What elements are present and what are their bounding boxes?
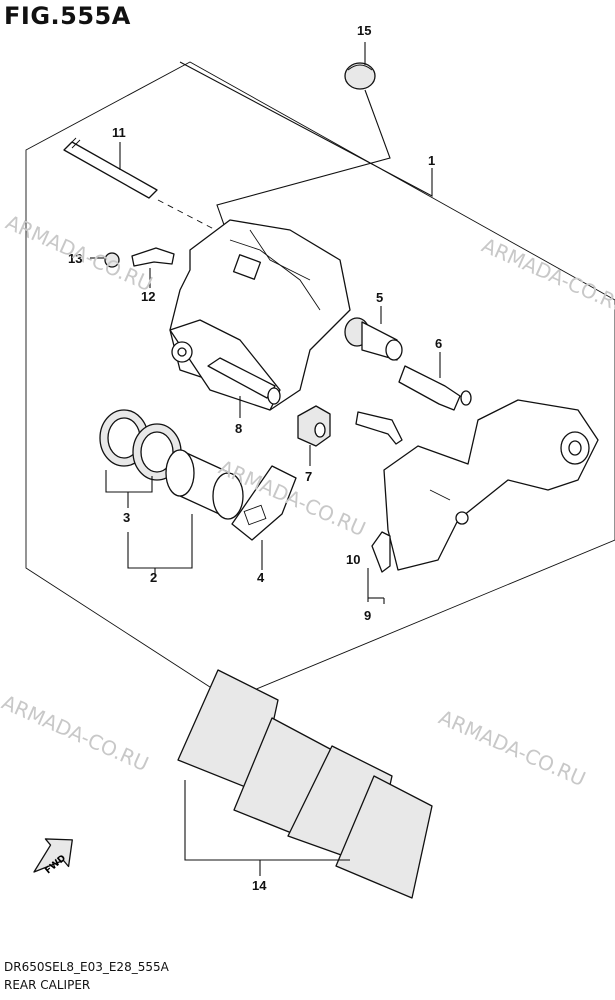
callout-1: 1 (428, 153, 435, 168)
callout-7: 7 (305, 469, 312, 484)
callout-14: 14 (252, 878, 267, 893)
part-11-pin (63, 137, 158, 199)
callout-6: 6 (435, 336, 442, 351)
callout-10: 10 (346, 552, 360, 567)
part-15-cap (344, 62, 376, 90)
part-4-spring (231, 465, 297, 541)
fwd-arrow-icon (33, 838, 73, 873)
part-10-pad-spring (355, 411, 403, 445)
figure-code: DR650SEL8_E03_E28_555A (4, 960, 169, 974)
callout-12: 12 (141, 289, 155, 304)
callout-8: 8 (235, 421, 242, 436)
part-7-boot (297, 405, 331, 447)
callout-11: 11 (112, 125, 126, 140)
piston (165, 449, 244, 520)
part-8-pin (207, 357, 281, 405)
figure-title: FIG.555A (4, 2, 131, 30)
caliper-bracket (383, 399, 599, 571)
callout-9: 9 (364, 608, 371, 623)
callout-13: 13 (68, 251, 82, 266)
assembly-boundary (25, 61, 615, 701)
callout-3: 3 (123, 510, 130, 525)
part-5-bushing (344, 317, 403, 361)
part-9-retainer (371, 531, 391, 573)
part-12-bleeder (131, 247, 175, 267)
callout-5: 5 (376, 290, 383, 305)
callout-15: 15 (357, 23, 371, 38)
part-14-pads (177, 669, 433, 899)
leader-1 (179, 61, 433, 197)
part-13-cap (104, 252, 120, 268)
figure-name: REAR CALIPER (4, 978, 91, 992)
part-6-pin (398, 365, 472, 411)
callout-4: 4 (257, 570, 265, 585)
callout-2: 2 (150, 570, 157, 585)
